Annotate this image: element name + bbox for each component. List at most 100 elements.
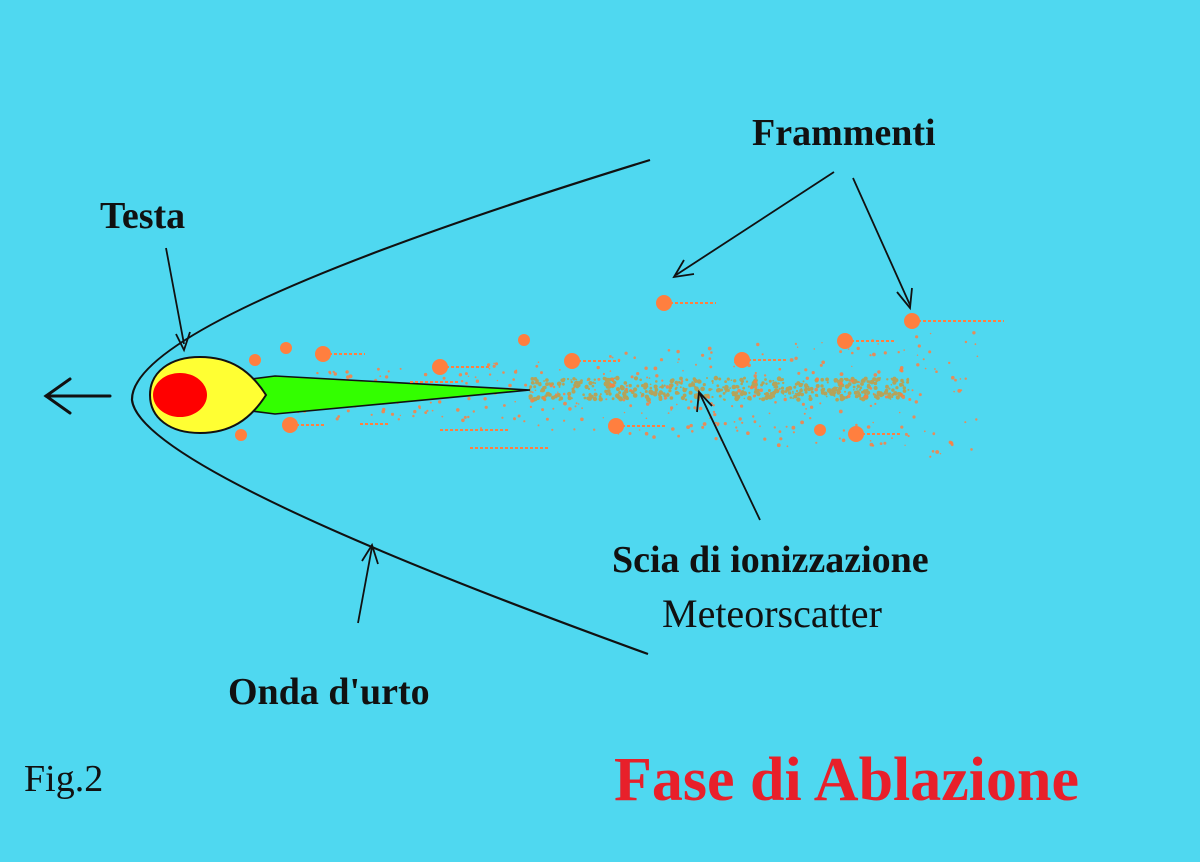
speckle-particle	[786, 445, 789, 448]
dust-particle	[808, 396, 813, 402]
speckle-particle	[689, 400, 693, 403]
speckle-particle	[555, 393, 558, 396]
speckle-particle	[622, 398, 626, 402]
dust-particle	[839, 386, 842, 389]
speckle-particle	[803, 412, 806, 415]
speckle-particle	[693, 406, 697, 410]
dust-particle	[854, 392, 857, 395]
speckle-particle	[695, 363, 697, 366]
speckle-particle	[883, 351, 887, 355]
dust-particle	[754, 388, 758, 392]
fragment-body	[608, 418, 624, 434]
speckle-particle	[916, 354, 919, 356]
speckle-particle	[530, 398, 534, 403]
speckle-particle	[671, 427, 675, 431]
dust-particle	[694, 393, 697, 397]
dust-particle	[726, 377, 730, 381]
dust-particle	[895, 386, 899, 390]
dust-particle	[740, 390, 745, 394]
dust-particle	[572, 377, 576, 381]
dust-particle	[787, 391, 792, 395]
speckle-particle	[805, 376, 809, 380]
speckle-particle	[691, 430, 694, 433]
dust-particle	[671, 385, 673, 388]
dust-particle	[632, 393, 638, 398]
speckle-particle	[911, 389, 914, 392]
dust-particle	[679, 376, 683, 381]
speckle-particle	[628, 432, 632, 435]
speckle-particle	[877, 343, 879, 345]
dust-particle	[792, 392, 794, 394]
dust-particle	[625, 390, 629, 393]
speckle-particle	[749, 386, 754, 390]
dust-particle	[821, 387, 826, 391]
speckle-particle	[907, 434, 910, 438]
dust-particle	[649, 386, 653, 390]
dust-particle	[764, 378, 767, 381]
dust-particle	[528, 394, 533, 399]
speckle-particle	[800, 420, 804, 425]
speckle-particle	[563, 401, 567, 406]
dust-particle	[598, 397, 603, 402]
dust-particle	[720, 388, 723, 392]
dust-particle	[816, 395, 819, 397]
dust-particle	[826, 381, 829, 384]
dust-particle	[622, 391, 625, 394]
dust-particle	[724, 390, 727, 393]
speckle-particle	[713, 413, 717, 417]
dust-particle	[560, 378, 564, 382]
dust-particle	[847, 391, 852, 395]
fragment-body	[837, 333, 853, 349]
dust-particle	[575, 378, 578, 381]
frammenti-arrow-right	[852, 177, 913, 311]
dust-particle	[890, 383, 893, 386]
speckle-particle	[866, 425, 871, 429]
speckle-particle	[418, 407, 421, 410]
speckle-particle	[851, 351, 854, 355]
speckle-particle	[897, 351, 900, 354]
dust-particle	[820, 384, 824, 388]
dust-particle	[835, 397, 839, 402]
speckle-particle	[399, 367, 402, 370]
speckle-particle	[899, 393, 904, 397]
speckle-particle	[794, 342, 798, 345]
speckle-particle	[558, 369, 561, 371]
speckle-particle	[736, 429, 739, 432]
speckle-particle	[898, 411, 901, 414]
dust-particle	[702, 383, 706, 387]
dust-particle	[661, 384, 664, 386]
speckle-particle	[872, 392, 875, 395]
dust-particle	[789, 396, 792, 399]
dust-particle	[641, 384, 645, 388]
speckle-particle	[733, 365, 735, 368]
speckle-particle	[698, 406, 703, 411]
dust-particle	[768, 379, 772, 383]
dust-particle	[602, 376, 606, 381]
speckle-particle	[676, 349, 680, 354]
speckle-particle	[645, 417, 648, 420]
dust-particle	[780, 389, 785, 394]
speckle-particle	[904, 432, 908, 436]
speckle-particle	[442, 376, 446, 380]
dust-particle	[796, 397, 801, 402]
speckle-particle	[879, 442, 883, 445]
speckle-particle	[821, 360, 825, 365]
dust-particle	[872, 377, 876, 382]
dust-particle	[575, 385, 579, 389]
fragment	[235, 429, 247, 441]
speckle-particle	[922, 358, 925, 361]
speckle-particle	[390, 412, 395, 416]
speckle-particle	[669, 385, 672, 387]
speckle-particle	[960, 389, 963, 392]
speckle-particle	[328, 370, 332, 374]
dust-particle	[888, 387, 891, 390]
speckle-particle	[842, 429, 846, 432]
speckle-particle	[687, 406, 691, 410]
speckle-particle	[778, 430, 782, 433]
speckle-particle	[676, 403, 678, 406]
dust-particle	[623, 381, 628, 385]
frammenti-arrow-left	[672, 171, 835, 279]
speckle-particle	[964, 340, 968, 344]
speckle-particle	[387, 370, 390, 373]
